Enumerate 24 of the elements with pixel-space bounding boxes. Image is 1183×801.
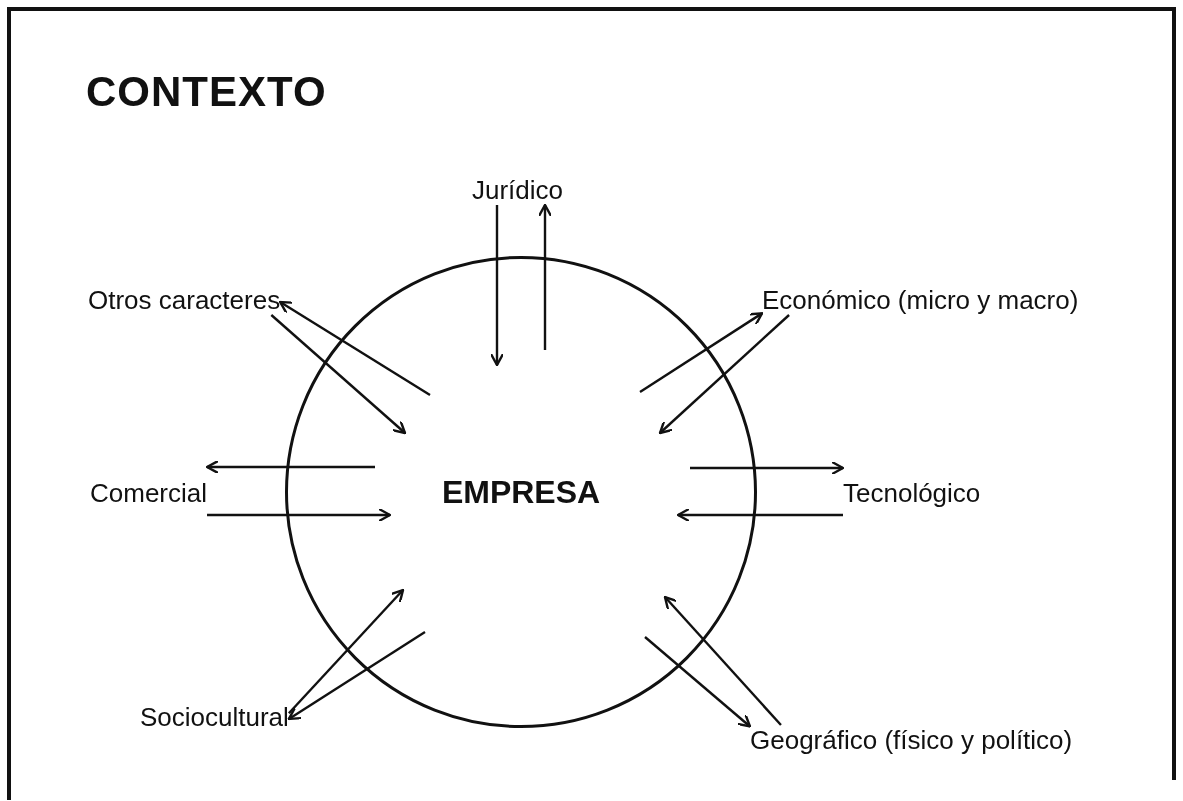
factor-label: Tecnológico xyxy=(843,478,981,508)
factor-label: Geográfico (físico y político) xyxy=(750,725,1073,755)
factor-label: Económico (micro y macro) xyxy=(762,285,1079,315)
arrow xyxy=(644,636,752,728)
factor-label: Otros caracteres xyxy=(88,285,281,315)
arrow xyxy=(278,300,431,396)
circle-outline xyxy=(285,256,757,728)
factor-label: Sociocultural xyxy=(140,702,289,732)
arrow xyxy=(658,314,790,435)
arrow xyxy=(270,314,407,435)
arrow xyxy=(489,205,505,367)
arrow xyxy=(287,631,426,721)
arrow xyxy=(537,203,553,350)
arrow xyxy=(663,595,782,726)
arrow xyxy=(288,588,405,715)
arrow xyxy=(207,507,392,523)
factor-label: Comercial xyxy=(90,478,208,508)
title: CONTEXTO xyxy=(86,68,327,116)
arrow xyxy=(205,459,375,475)
arrow xyxy=(690,460,845,476)
arrow xyxy=(676,507,843,523)
factor-label: Jurídico xyxy=(472,175,564,205)
arrow xyxy=(639,312,764,393)
center-label: EMPRESA xyxy=(441,477,601,507)
